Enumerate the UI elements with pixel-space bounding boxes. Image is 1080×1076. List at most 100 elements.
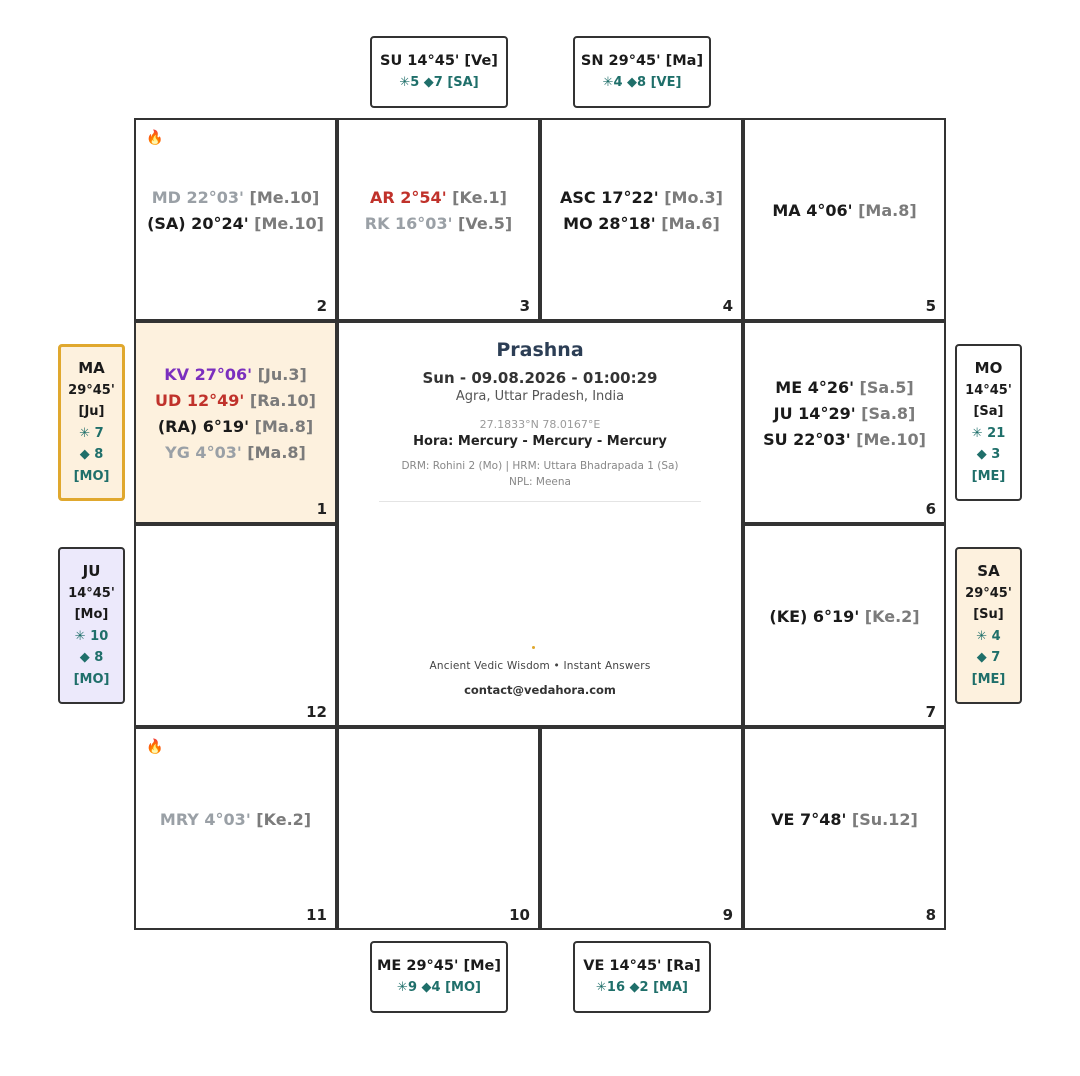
planet-lord: [Ve.5] (452, 213, 513, 233)
house-number: 2 (316, 297, 327, 315)
right-box-lord: [Su] (973, 607, 1004, 622)
house-number: 5 (925, 297, 936, 315)
right-box-lord: [Sa] (973, 404, 1004, 419)
planet-position: KV 27°06' (164, 364, 253, 384)
planet-position: (RA) 6°19' (157, 416, 250, 436)
house-number: 4 (722, 297, 733, 315)
planet-position: MD 22°03' (151, 187, 244, 207)
planet-entry: RK 16°03' [Ve.5] (365, 211, 512, 237)
chart-datetime: Sun - 09.08.2026 - 01:00:29 (422, 369, 658, 387)
planet-lord: [Me.10] (248, 213, 324, 233)
house-1: KV 27°06' [Ju.3]UD 12°49' [Ra.10](RA) 6°… (134, 321, 337, 524)
planet-entry: JU 14°29' [Sa.8] (774, 401, 916, 427)
house-contents: MRY 4°03' [Ke.2] (136, 729, 335, 910)
bottom-box-venus: VE 14°45' [Ra] ✳16 ◆2 [MA] (573, 941, 711, 1013)
planet-lord: [Ma.8] (241, 442, 306, 462)
chart-coordinates: 27.1833°N 78.0167°E (479, 418, 601, 431)
house-12: 12 (134, 524, 337, 727)
house-contents: ME 4°26' [Sa.5]JU 14°29' [Sa.8]SU 22°03'… (745, 323, 944, 504)
house-6: ME 4°26' [Sa.5]JU 14°29' [Sa.8]SU 22°03'… (743, 321, 946, 524)
left-box-degree: 14°45' (68, 585, 115, 601)
left-box-tag: [MO] (73, 468, 110, 484)
planet-entry: (KE) 6°19' [Ke.2] (769, 604, 919, 630)
fire-icon: 🔥 (146, 739, 164, 755)
center-panel: Prashna Sun - 09.08.2026 - 01:00:29 Agra… (337, 321, 743, 727)
left-box-mars: MA 29°45' [Ju] ✳ 7 ◆ 8 [MO] (58, 344, 125, 501)
house-5: MA 4°06' [Ma.8]5 (743, 118, 946, 321)
planet-entry: (RA) 6°19' [Ma.8] (158, 414, 313, 440)
right-box-degree: 29°45' (965, 585, 1012, 601)
contact-email[interactable]: contact@vedahora.com (464, 683, 616, 697)
bottom-box-title: ME 29°45' [Me] (377, 958, 501, 974)
left-box-lord: [Mo] (74, 607, 109, 622)
planet-position: MRY 4°03' (159, 809, 251, 829)
house-contents (136, 526, 335, 707)
planet-position: MA 4°06' (772, 200, 853, 220)
planet-lord: [Sa.8] (855, 403, 916, 423)
house-number: 8 (925, 906, 936, 924)
house-7: (KE) 6°19' [Ke.2] 7 (743, 524, 946, 727)
planet-entry: MRY 4°03' [Ke.2] (160, 807, 311, 833)
house-contents: (KE) 6°19' [Ke.2] (745, 526, 944, 707)
house-8: VE 7°48' [Su.12] 8 (743, 727, 946, 930)
house-number: 6 (925, 500, 936, 518)
planet-position: YG 4°03' (165, 442, 242, 462)
house-contents (542, 729, 741, 910)
left-box-diamond: ◆ 8 (79, 650, 104, 665)
planet-lord: [Me.10] (850, 429, 926, 449)
right-box-planet: MO (974, 359, 1003, 377)
chart-title: Prashna (496, 339, 584, 361)
planet-position: (KE) 6°19' (769, 606, 860, 626)
bottom-box-sub: ✳9 ◆4 [MO] (397, 980, 481, 995)
left-box-jupiter: JU 14°45' [Mo] ✳ 10 ◆ 8 [MO] (58, 547, 125, 704)
right-box-tag: [ME] (971, 671, 1006, 687)
logo-dot (532, 646, 535, 649)
top-box-sun: SU 14°45' [Ve] ✳5 ◆7 [SA] (370, 36, 508, 108)
house-4: ASC 17°22' [Mo.3]MO 28°18' [Ma.6] 4 (540, 118, 743, 321)
house-number: 1 (316, 500, 327, 518)
planet-entry: AR 2°54' [Ke.1] (370, 185, 507, 211)
house-number: 12 (306, 703, 327, 721)
planet-entry: VE 7°48' [Su.12] (771, 807, 918, 833)
planet-entry: ASC 17°22' [Mo.3] (560, 185, 723, 211)
planet-position: RK 16°03' (364, 213, 453, 233)
bottom-box-mercury: ME 29°45' [Me] ✳9 ◆4 [MO] (370, 941, 508, 1013)
planet-position: JU 14°29' (773, 403, 856, 423)
planet-position: MO 28°18' (563, 213, 656, 233)
planet-lord: [Me.10] (243, 187, 320, 207)
right-box-tag: [ME] (971, 468, 1006, 484)
planet-entry: (SA) 20°24' [Me.10] (147, 211, 324, 237)
left-box-tag: [MO] (73, 671, 110, 687)
house-number: 11 (306, 906, 327, 924)
planet-position: SU 22°03' (763, 429, 851, 449)
right-box-diamond: ◆ 3 (976, 447, 1001, 462)
planet-position: VE 7°48' (771, 809, 847, 829)
house-contents: MD 22°03' [Me.10](SA) 20°24' [Me.10] (136, 120, 335, 301)
planet-entry: SU 22°03' [Me.10] (763, 427, 926, 453)
house-10: 10 (337, 727, 540, 930)
chart-npl: NPL: Meena (509, 476, 571, 488)
left-box-degree: 29°45' (68, 382, 115, 398)
house-number: 7 (925, 703, 936, 721)
planet-lord: [Su.12] (846, 809, 918, 829)
planet-position: AR 2°54' (370, 187, 447, 207)
right-box-planet: SA (977, 562, 1000, 580)
left-box-planet: MA (78, 359, 105, 377)
right-box-star: ✳ 4 (976, 628, 1001, 644)
chart-location: Agra, Uttar Pradesh, India (455, 389, 625, 404)
planet-position: ASC 17°22' (560, 187, 659, 207)
right-box-moon: MO 14°45' [Sa] ✳ 21 ◆ 3 [ME] (955, 344, 1022, 501)
left-box-planet: JU (82, 562, 101, 580)
tagline: Ancient Vedic Wisdom • Instant Answers (429, 660, 651, 672)
planet-lord: [Ke.2] (250, 809, 312, 829)
planet-entry: MO 28°18' [Ma.6] (563, 211, 720, 237)
planet-entry: ME 4°26' [Sa.5] (775, 375, 913, 401)
chart-hora: Hora: Mercury - Mercury - Mercury (413, 434, 667, 449)
right-box-diamond: ◆ 7 (976, 650, 1001, 665)
top-box-title: SN 29°45' [Ma] (580, 53, 704, 69)
fire-icon: 🔥 (146, 130, 164, 146)
left-box-star: ✳ 10 (74, 628, 109, 644)
planet-position: (SA) 20°24' (147, 213, 249, 233)
house-number: 9 (722, 906, 733, 924)
planet-lord: [Ma.8] (249, 416, 314, 436)
